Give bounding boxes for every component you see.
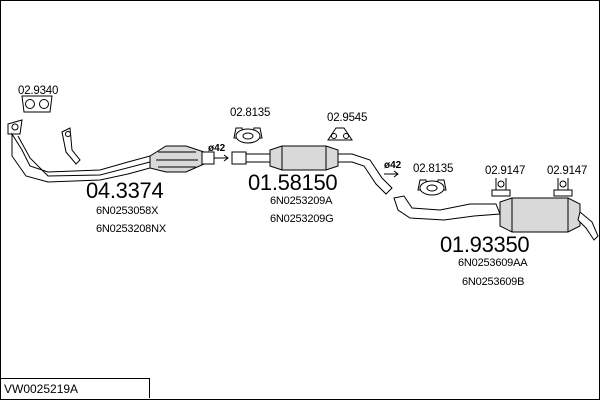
middle-silencer-drawing xyxy=(231,145,393,195)
mounting-rubber-icon xyxy=(327,127,353,141)
front-pipe-oem-2: 6N0253208NX xyxy=(96,223,166,235)
rear-silencer-drawing xyxy=(393,195,599,241)
drawing-reference-box: VW0025219A xyxy=(0,378,150,398)
front-diameter-label: ø42 xyxy=(208,143,226,154)
mounting-rubber-1-code: 02.9545 xyxy=(327,112,368,124)
front-pipe-gasket-code: 02.9340 xyxy=(18,85,59,97)
front-pipe-part-number: 04.3374 xyxy=(86,178,164,203)
drawing-reference: VW0025219A xyxy=(4,382,79,396)
mounting-ring-icon xyxy=(417,179,447,196)
gasket-icon xyxy=(21,95,53,113)
front-pipe-oem-1: 6N0253058X xyxy=(96,205,159,217)
middle-silencer-oem-2: 6N0253209G xyxy=(270,213,334,225)
pipe-diameter-marker xyxy=(384,170,399,178)
pipe-diameter-marker xyxy=(214,154,229,162)
rear-diameter-label: ø42 xyxy=(384,160,402,171)
middle-silencer-oem-1: 6N0253209A xyxy=(270,195,333,207)
rear-hanger-1-code: 02.9147 xyxy=(485,165,526,177)
rear-silencer-oem-2: 6N0253609B xyxy=(462,276,525,288)
middle-silencer-part-number: 01.58150 xyxy=(248,170,338,195)
rear-silencer-part-number: 01.93350 xyxy=(440,232,530,257)
rear-hanger-icon xyxy=(491,178,511,197)
mounting-ring-2-code: 02.8135 xyxy=(413,163,454,175)
mounting-ring-icon xyxy=(233,127,263,144)
mounting-ring-1-code: 02.8135 xyxy=(230,107,271,119)
rear-hanger-icon xyxy=(553,178,573,197)
front-pipe-drawing xyxy=(7,119,215,183)
rear-hanger-2-code: 02.9147 xyxy=(547,165,588,177)
rear-silencer-oem-1: 6N0253609AA xyxy=(458,257,528,269)
